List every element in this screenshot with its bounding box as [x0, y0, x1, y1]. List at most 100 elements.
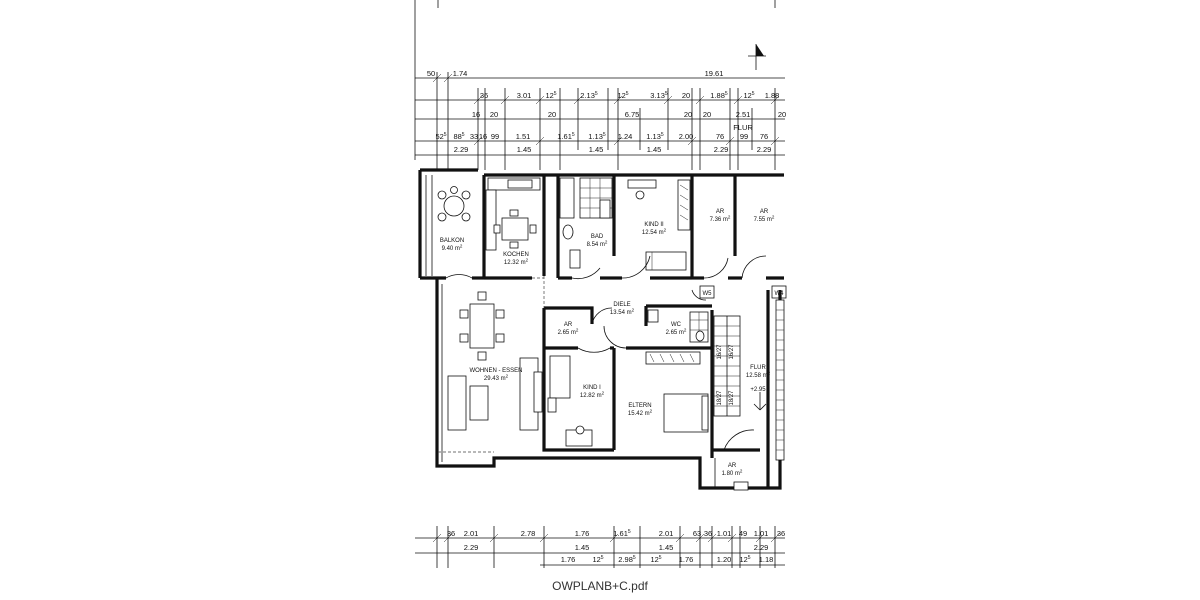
section-arrow-icon — [748, 44, 766, 70]
bottom-dimension-chains: 36 2.01 2.78 1.76 1.615 2.01 63 36 1.01 … — [415, 526, 785, 568]
room-ar-b-area: 7.55 m2 — [754, 215, 775, 224]
dim-top-2-7: 20 — [778, 110, 786, 119]
dim-top-4-1: 1.45 — [517, 145, 532, 154]
dim-top-1-5: 3.135 — [650, 91, 668, 100]
dim-bot-0-2: 2.78 — [521, 529, 536, 538]
dim-top-1-6: 20 — [682, 91, 690, 100]
dim-top-1-3: 2.135 — [580, 91, 598, 100]
room-ar-d-area: 1.80 m2 — [722, 469, 743, 478]
room-kind1-name: KIND I — [583, 385, 601, 391]
dim-bot-2-5: 1.20 — [717, 555, 732, 564]
stair-label-1: 16/27 — [717, 344, 723, 360]
dim-bot-0-1: 2.01 — [464, 529, 479, 538]
dim-bot-0-0: 36 — [447, 529, 455, 538]
room-ar-c-name: AR — [564, 322, 573, 328]
room-kind2-area: 12.54 m2 — [642, 228, 667, 237]
dim-top-4-2: 1.45 — [589, 145, 604, 154]
document-filename: OWPLANB+C.pdf — [552, 579, 648, 593]
stair-label-2: 16/27 — [729, 344, 735, 360]
kind2-furniture — [627, 179, 691, 271]
dim-bot-2-2: 2.985 — [618, 555, 636, 564]
dim-bot-0-6: 63 — [693, 529, 701, 538]
dim-top-3-8: 1.24 — [618, 132, 633, 141]
dim-top-2-0: 16 — [472, 110, 480, 119]
room-kind1-area: 12.82 m2 — [580, 391, 605, 400]
dim-bot-0-9: 49 — [739, 529, 747, 538]
room-kochen-name: KOCHEN — [503, 252, 529, 258]
dim-bot-1-3: 2.29 — [754, 543, 769, 552]
dim-top-2-3: 6.75 — [625, 110, 640, 119]
dim-top-3-11: 76 — [716, 132, 724, 141]
room-labels: BALKON 9.40 m2 KOCHEN 12.32 m2 BAD 8.54 … — [440, 209, 775, 477]
dim-top-1-0: 36 — [480, 91, 488, 100]
room-wohnen-area: 29.43 m2 — [484, 374, 509, 383]
ar-bottom-fixtures — [714, 458, 749, 491]
room-kind2-name: KIND II — [644, 222, 664, 228]
dim-bot-0-5: 2.01 — [659, 529, 674, 538]
dim-top-4-4: 2.29 — [714, 145, 729, 154]
room-diele-name: DIELE — [613, 302, 630, 308]
room-ar-a-area: 7.36 m2 — [710, 215, 731, 224]
dim-top-4-3: 1.45 — [647, 145, 662, 154]
dim-top-2-5: 20 — [703, 110, 711, 119]
room-kochen-area: 12.32 m2 — [504, 258, 529, 267]
dim-top-3-5: 1.51 — [516, 132, 531, 141]
stair-label-4: 18/27 — [729, 390, 735, 406]
dim-bot-0-3: 1.76 — [575, 529, 590, 538]
room-balkon-area: 9.40 m2 — [442, 244, 463, 253]
room-flur-area: 12.58 m2 — [746, 371, 771, 380]
dim-bot-2-1: 125 — [592, 555, 603, 564]
dim-bot-0-7: 36 — [704, 529, 712, 538]
room-flur-name: FLUR — [750, 365, 766, 371]
dim-bot-2-7: 1.18 — [759, 555, 774, 564]
level-marker: +2.95 — [750, 387, 766, 393]
dim-top-3-12: 99 — [740, 132, 748, 141]
dim-top-3-7: 1.135 — [588, 132, 606, 141]
dim-top-3-13: 76 — [760, 132, 768, 141]
bath-fixtures — [559, 177, 613, 269]
dim-top-2-6: 2.51 — [736, 110, 751, 119]
dim-top-4-0: 2.29 — [454, 145, 469, 154]
doors — [445, 255, 767, 451]
dim-top-1-2: 125 — [545, 91, 556, 100]
dim-top-3-3: 16 — [479, 132, 487, 141]
dim-bot-2-3: 125 — [650, 555, 661, 564]
dim-top-1-1: 3.01 — [517, 91, 532, 100]
wall-markers: W5 W4 — [699, 285, 787, 299]
room-wc-name: WC — [671, 322, 682, 328]
dim-top-1-7: 1.885 — [710, 91, 728, 100]
dim-top-3-4: 99 — [491, 132, 499, 141]
top-dimension-chains: 50 1.74 19.61 36 3.01 125 2.135 125 3.13… — [414, 0, 786, 170]
dim-top-3-0: 525 — [435, 132, 446, 141]
room-bad-area: 8.54 m2 — [587, 240, 608, 249]
wc-fixtures — [647, 309, 709, 343]
dim-bot-2-0: 1.76 — [561, 555, 576, 564]
stairs — [713, 299, 785, 461]
dim-top-2-flur: FLUR — [733, 123, 753, 132]
eltern-furniture — [645, 351, 709, 433]
dim-bot-1-1: 1.45 — [575, 543, 590, 552]
room-ar-d-name: AR — [728, 463, 737, 469]
room-bad-name: BAD — [591, 234, 604, 240]
dim-bot-2-6: 125 — [739, 555, 750, 564]
dim-top-2-2: 20 — [548, 110, 556, 119]
dim-bot-0-4: 1.615 — [613, 529, 631, 538]
room-balkon-name: BALKON — [440, 238, 464, 244]
living-furniture — [438, 284, 543, 462]
dim-top-4-5: 2.29 — [757, 145, 772, 154]
room-wohnen-name: WOHNEN - ESSEN — [469, 368, 522, 374]
dim-top-0-2: 19.61 — [705, 69, 724, 78]
dim-top-0-0: 50 — [427, 69, 435, 78]
room-diele-area: 13.54 m2 — [610, 308, 635, 317]
room-ar-c-area: 2.65 m2 — [558, 328, 579, 337]
room-eltern-area: 15.42 m2 — [628, 409, 653, 418]
balkon-furniture — [425, 175, 471, 276]
dim-top-0-1: 1.74 — [453, 69, 468, 78]
room-ar-a-name: AR — [716, 209, 725, 215]
kitchen-furniture — [485, 177, 541, 251]
dim-bot-2-4: 1.76 — [679, 555, 694, 564]
dim-bot-1-0: 2.29 — [464, 543, 479, 552]
dim-top-3-10: 2.00 — [679, 132, 694, 141]
dim-top-2-1: 20 — [490, 110, 498, 119]
